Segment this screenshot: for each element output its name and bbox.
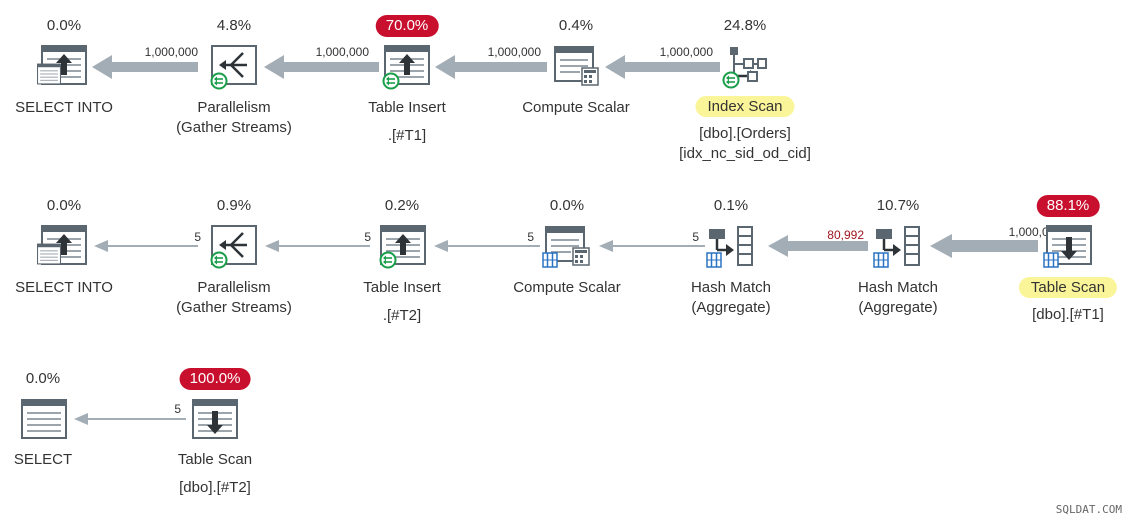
operator-label: SELECT INTO: [15, 99, 113, 116]
parallel-badge-icon: [379, 251, 397, 269]
operator-label: Parallelism: [197, 279, 271, 296]
row-count: 80,992: [827, 228, 864, 242]
cost-percent: 0.9%: [216, 197, 252, 214]
cost-percent-hot: 88.1%: [1036, 195, 1100, 217]
operator-label: Table Scan: [1018, 277, 1118, 298]
operator-label: Table Insert: [363, 279, 441, 296]
object-name: [dbo].[Orders]: [699, 125, 791, 142]
cost-percent: 0.2%: [384, 197, 420, 214]
row-count: 5: [194, 230, 201, 244]
object-name: [dbo].[#T2]: [179, 479, 251, 496]
compute-scalar-icon: [554, 44, 600, 88]
row-count: 5: [527, 230, 534, 244]
operator-sublabel: (Aggregate): [691, 299, 771, 316]
cost-percent: 0.0%: [46, 197, 82, 214]
row-count: 1,000,000: [315, 45, 369, 59]
index-name: [idx_nc_sid_od_cid]: [679, 145, 811, 162]
object-name: .[#T2]: [382, 307, 422, 324]
cost-percent: 0.1%: [713, 197, 749, 214]
parallel-badge-icon: [722, 71, 740, 89]
row-count: 5: [692, 230, 699, 244]
operator-label: SELECT: [13, 451, 73, 468]
operator-label: Compute Scalar: [513, 279, 621, 296]
row-count: 1,000,000: [144, 45, 198, 59]
batch-mode-icon: [873, 252, 889, 268]
parallel-badge-icon: [382, 72, 400, 90]
object-name: [dbo].[#T1]: [1032, 306, 1104, 323]
operator-label: Parallelism: [197, 99, 271, 116]
operator-label: Hash Match: [690, 279, 772, 296]
row3-arrows: [74, 413, 186, 425]
operator-label: Table Scan: [177, 451, 253, 468]
parallel-badge-icon: [210, 251, 228, 269]
operator-label: Index Scan: [695, 96, 795, 117]
batch-mode-icon: [706, 252, 722, 268]
cost-percent: 0.0%: [549, 197, 585, 214]
cost-percent: 4.8%: [216, 17, 252, 34]
cost-percent: 0.0%: [25, 370, 61, 387]
cost-percent-hot: 70.0%: [375, 15, 439, 37]
cost-percent: 0.0%: [46, 17, 82, 34]
cost-percent: 0.4%: [558, 17, 594, 34]
select-icon: [21, 399, 67, 439]
watermark: SQLDAT.COM: [1055, 503, 1122, 516]
object-name: .[#T1]: [387, 127, 427, 144]
row2-arrows: [94, 234, 1038, 258]
operator-sublabel: (Gather Streams): [176, 299, 292, 316]
row1-arrows: [92, 55, 720, 79]
operator-label: Compute Scalar: [522, 99, 630, 116]
cost-percent: 10.7%: [876, 197, 920, 214]
operator-sublabel: (Gather Streams): [176, 119, 292, 136]
batch-mode-icon: [542, 252, 558, 268]
cost-percent-hot: 100.0%: [179, 368, 251, 390]
document-icon: [37, 63, 61, 85]
operator-label: Table Insert: [368, 99, 446, 116]
operator-label: Hash Match: [857, 279, 939, 296]
cost-percent: 24.8%: [723, 17, 767, 34]
operator-label: SELECT INTO: [15, 279, 113, 296]
row-count: 5: [364, 230, 371, 244]
row-count: 1,000,000: [487, 45, 541, 59]
operator-sublabel: (Aggregate): [858, 299, 938, 316]
row-count: 1,000,000: [659, 45, 713, 59]
batch-mode-icon: [1043, 252, 1059, 268]
document-icon: [37, 243, 61, 265]
table-scan-icon: [192, 399, 238, 439]
row-count: 5: [174, 402, 181, 416]
parallel-badge-icon: [210, 72, 228, 90]
